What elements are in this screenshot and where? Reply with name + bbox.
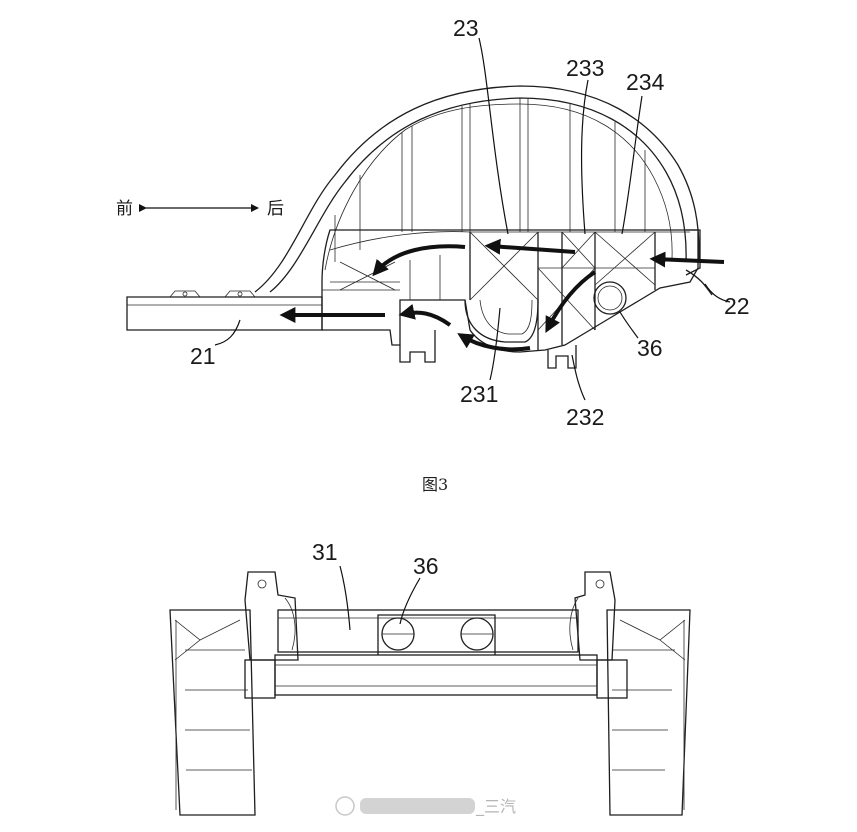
ref-label-21: 21 bbox=[190, 343, 216, 369]
leader-36 bbox=[399, 577, 421, 625]
direction-rear-label: 后 bbox=[267, 199, 284, 219]
leader-lines bbox=[214, 37, 731, 401]
ref-label-36-fig3: 36 bbox=[637, 335, 663, 361]
ref-label-36-fig4: 36 bbox=[413, 553, 439, 579]
ref-label-233: 233 bbox=[566, 55, 604, 81]
left-tower bbox=[244, 571, 299, 699]
figure-4-front-view: 31 36 bbox=[169, 539, 691, 816]
leader-31 bbox=[339, 565, 351, 631]
ref-label-31: 31 bbox=[312, 539, 338, 565]
figure-caption: 图3 bbox=[422, 475, 448, 494]
weibo-logo-icon bbox=[335, 796, 355, 816]
ref-label-234: 234 bbox=[626, 69, 665, 95]
left-side-frame bbox=[169, 609, 256, 816]
watermark: _三汽 bbox=[335, 796, 516, 817]
tube-pair-36 bbox=[381, 617, 494, 651]
ref-label-23: 23 bbox=[453, 15, 479, 41]
direction-front-label: 前 bbox=[116, 199, 133, 219]
cross-beam-31 bbox=[274, 609, 598, 696]
wheelhouse-arch bbox=[254, 85, 713, 296]
watermark-text: _三汽 bbox=[475, 797, 516, 817]
redacted-username bbox=[360, 798, 475, 814]
ref-label-22: 22 bbox=[724, 293, 750, 319]
ref-label-232: 232 bbox=[566, 404, 604, 430]
right-side-frame bbox=[606, 609, 691, 816]
duct-body-23 bbox=[321, 229, 699, 369]
airflow-arrows bbox=[279, 238, 725, 352]
front-rail-21 bbox=[126, 290, 323, 331]
direction-indicator: 前 后 bbox=[116, 199, 284, 219]
figure-3-side-view: 前 后 23 233 234 22 21 36 231 232 图3 bbox=[116, 15, 750, 494]
ref-label-231: 231 bbox=[460, 381, 498, 407]
